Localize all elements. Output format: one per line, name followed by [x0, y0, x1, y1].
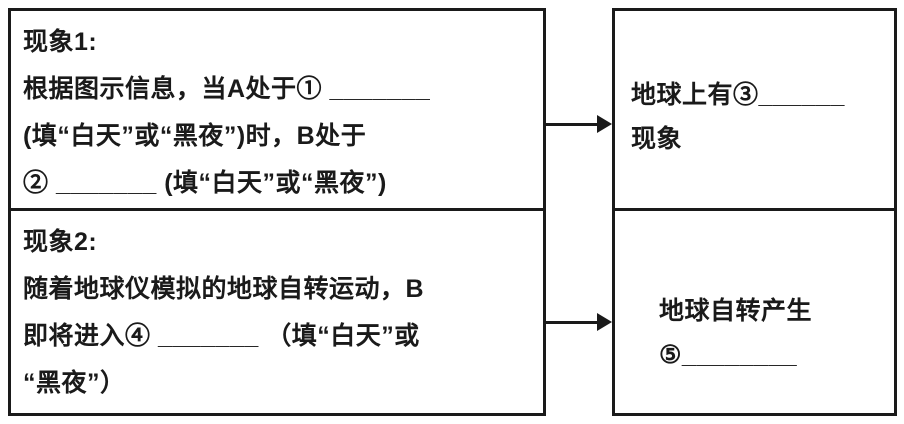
phenomenon1-text: 现象1: 根据图示信息，当A处于① _______ (填“白天”或“黑夜”)时，…: [11, 11, 543, 207]
conclusion1-text: 地球上有③______ 现象: [615, 11, 894, 161]
conclusion2-cell: 地球自转产生 ⑤________: [615, 208, 894, 413]
phenomenon2-cell: 现象2: 随着地球仪模拟的地球自转运动，B 即将进入④ _______ （填“白…: [11, 208, 543, 413]
phenomenon1-cell: 现象1: 根据图示信息，当A处于① _______ (填“白天”或“黑夜”)时，…: [11, 11, 543, 208]
phenomenon2-line2: 随着地球仪模拟的地球自转运动，B: [23, 275, 425, 303]
conclusion1-line1: 地球上有③______: [631, 81, 845, 109]
arrow-row2-shaft: [546, 320, 600, 324]
phenomenon1-title: 现象1:: [23, 28, 98, 56]
conclusion2-line2: ⑤________: [659, 341, 798, 369]
arrow-row2-head: [597, 313, 612, 331]
phenomenon2-title: 现象2:: [23, 228, 98, 256]
conclusions-box: 地球上有③______ 现象 地球自转产生 ⑤________: [612, 8, 897, 416]
conclusion2-text: 地球自转产生 ⑤________: [615, 211, 894, 377]
conclusion1-cell: 地球上有③______ 现象: [615, 11, 894, 208]
phenomenon1-line2: 根据图示信息，当A处于① _______: [23, 75, 431, 103]
phenomenon2-line3: 即将进入④ _______ （填“白天”或: [23, 322, 420, 350]
phenomena-box: 现象1: 根据图示信息，当A处于① _______ (填“白天”或“黑夜”)时，…: [8, 8, 546, 416]
arrow-row1-head: [597, 115, 612, 133]
phenomenon1-line4: ② _______ (填“白天”或“黑夜”): [23, 169, 387, 197]
conclusion2-line1: 地球自转产生: [659, 297, 813, 325]
conclusion1-line2: 现象: [631, 125, 683, 153]
phenomenon2-text: 现象2: 随着地球仪模拟的地球自转运动，B 即将进入④ _______ （填“白…: [11, 211, 543, 407]
arrow-row1-shaft: [546, 122, 600, 126]
phenomenon2-line4: “黑夜”）: [23, 369, 126, 397]
phenomenon1-line3: (填“白天”或“黑夜”)时，B处于: [23, 122, 367, 150]
